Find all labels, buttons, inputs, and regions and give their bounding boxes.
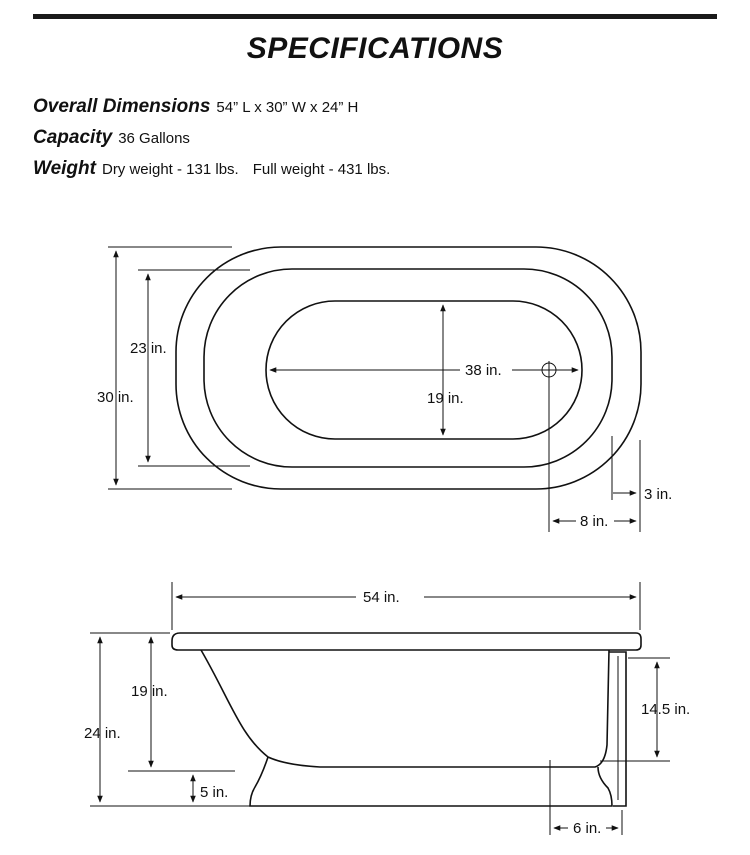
spec-full-weight: Full weight - 431 lbs. [252,161,391,178]
side-view [171,632,642,807]
tub-inner-rim [203,268,613,468]
side-view-dimensions [90,582,670,835]
spec-overall-dimensions: Overall Dimensions 54” L x 30” W x 24” H [33,96,358,118]
label-basin-depth: 19 in. [131,683,168,700]
label-base-height: 5 in. [200,784,228,801]
top-view-dimensions [108,246,641,532]
header-rule [33,14,717,19]
label-rim-width: 23 in. [130,340,167,357]
spec-dry-weight: Dry weight - 131 lbs. [101,161,239,178]
label-overall-length: 54 in. [363,589,400,606]
spec-label: Overall Dimensions [33,96,211,117]
label-drain-inset: 6 in. [573,820,601,837]
drain-pipe [609,651,627,807]
label-rim-thickness: 3 in. [644,486,672,503]
tub-outer-rim [175,246,642,490]
tub-rim-profile [171,632,642,651]
tub-body-profile [200,649,610,768]
label-drain-offset: 8 in. [580,513,608,530]
label-outer-width: 30 in. [97,389,134,406]
spec-value: 54” L x 30” W x 24” H [216,99,359,116]
spec-label: Capacity [33,127,113,148]
page-title: SPECIFICATIONS [246,32,504,65]
label-basin-length: 38 in. [465,362,502,379]
label-drain-height: 14.5 in. [641,701,690,718]
top-view [175,246,642,490]
spec-capacity: Capacity 36 Gallons [33,127,190,149]
spec-value: 36 Gallons [118,130,190,147]
spec-weight: Weight Dry weight - 131 lbs. Full weight -… [33,158,390,180]
tub-pedestal [249,756,613,807]
label-basin-width: 19 in. [427,390,464,407]
tub-basin [265,300,583,440]
spec-label: Weight [33,158,96,179]
label-overall-height: 24 in. [84,725,121,742]
